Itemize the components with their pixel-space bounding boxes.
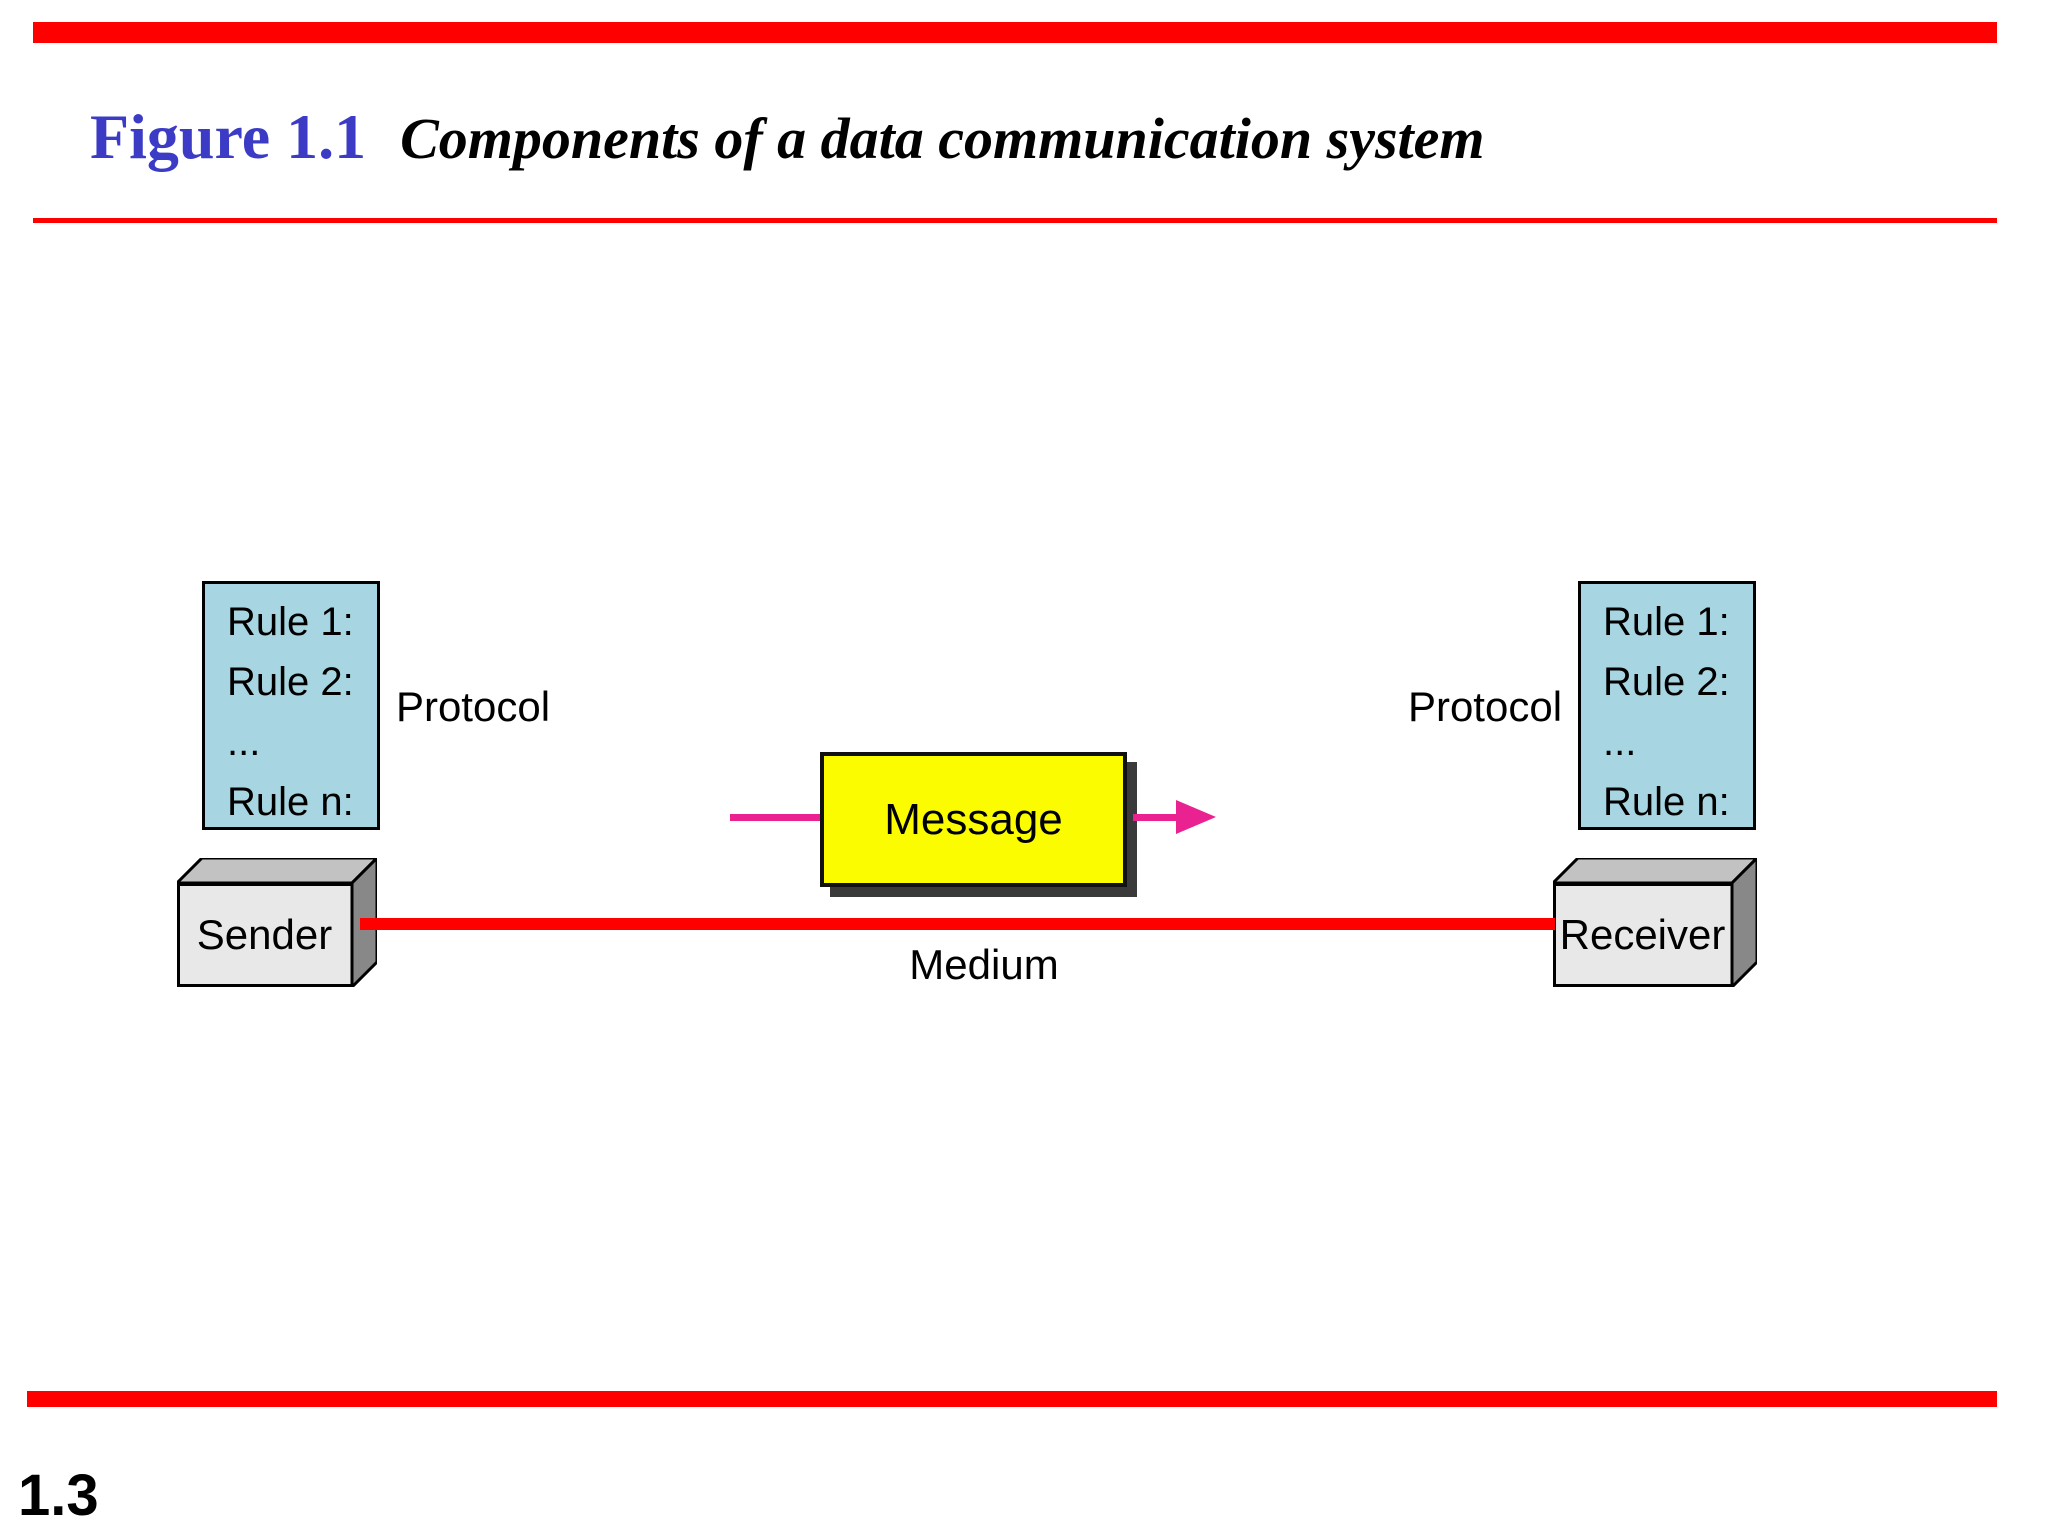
figure-title: Figure 1.1 Components of a data communic… xyxy=(90,100,1484,174)
protocol-rules-box-right: Rule 1: Rule 2: ... Rule n: xyxy=(1578,581,1756,830)
medium-link-line xyxy=(360,918,1555,930)
bottom-red-bar xyxy=(27,1391,1997,1407)
receiver-box-shape xyxy=(1553,858,1757,987)
rule-line: Rule 2: xyxy=(1603,660,1730,704)
sender-label: Sender xyxy=(196,911,333,958)
title-underline-rule xyxy=(33,218,1997,223)
message-arrow-shaft xyxy=(1133,814,1181,821)
message-arrow-head-icon xyxy=(1176,800,1216,834)
rule-line: Rule 1: xyxy=(227,600,354,644)
message-box: Message xyxy=(820,752,1127,887)
protocol-label-right: Protocol xyxy=(1407,683,1563,730)
protocol-label-left: Protocol xyxy=(395,683,551,730)
figure-number: Figure 1.1 xyxy=(90,101,367,172)
receiver-label: Receiver xyxy=(1559,911,1726,958)
top-red-bar xyxy=(33,22,1997,43)
rule-line: Rule n: xyxy=(1603,780,1730,824)
message-arrow-tail xyxy=(730,814,820,821)
rule-line: Rule 1: xyxy=(1603,600,1730,644)
rule-line: ... xyxy=(227,720,261,764)
medium-label: Medium xyxy=(909,941,1059,988)
page-number: 1.3 xyxy=(18,1463,99,1528)
rule-line: ... xyxy=(1603,720,1637,764)
rule-line: Rule n: xyxy=(227,780,354,824)
figure-caption: Components of a data communication syste… xyxy=(400,106,1485,171)
protocol-rules-box-left: Rule 1: Rule 2: ... Rule n: xyxy=(202,581,380,830)
rule-line: Rule 2: xyxy=(227,660,354,704)
sender-box: Sender xyxy=(177,858,377,987)
receiver-box: Receiver xyxy=(1553,858,1757,987)
sender-box-shape xyxy=(177,858,377,987)
